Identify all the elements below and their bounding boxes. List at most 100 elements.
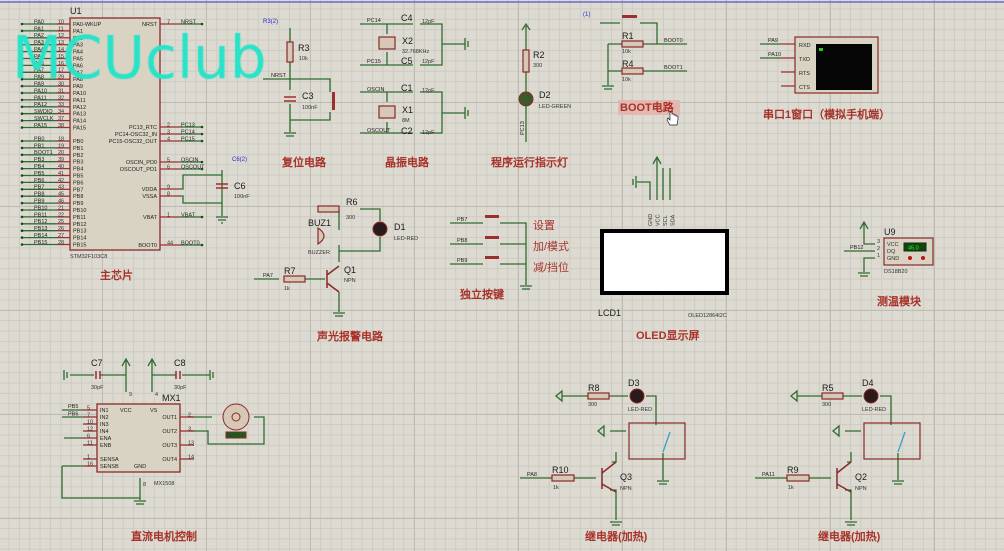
pin-number: 33 [58, 102, 64, 108]
q1-transistor[interactable] [326, 265, 340, 293]
uart-title: 串口1窗口（模拟手机端） [763, 107, 890, 121]
pin-terminal[interactable] [20, 98, 24, 102]
relay1[interactable] [628, 422, 686, 460]
net-label: PB10 [34, 205, 47, 211]
pin-terminal[interactable] [20, 57, 24, 60]
r3-resistor[interactable] [286, 41, 294, 63]
d1-led-red[interactable] [372, 221, 388, 237]
pin-terminal[interactable] [200, 139, 204, 143]
pin-terminal[interactable] [20, 243, 24, 246]
relay1-circuit[interactable]: R8 300 D3 LED-RED PA8 R10 1k Q3 NPN 继电器(… [520, 378, 686, 543]
pin-terminal[interactable] [20, 84, 24, 88]
temp-sensor[interactable]: 45.0 U9 PB12 VCC DQ GND 3 2 1 DS18B20 测温… [844, 220, 934, 308]
boot-circuit[interactable]: (1) R1 10k R4 10k BOOT0 BOOT1 BOOT电路 [583, 12, 687, 126]
boot-button[interactable] [622, 15, 637, 18]
pin-terminal[interactable] [20, 139, 24, 143]
pin-terminal[interactable] [20, 64, 24, 67]
pin-terminal[interactable] [20, 160, 24, 163]
key-gear-button[interactable] [485, 256, 499, 259]
pin-name: PB9 [73, 201, 83, 207]
pin-terminal[interactable] [20, 126, 24, 129]
pin-terminal[interactable] [20, 208, 24, 212]
pin-terminal[interactable] [20, 201, 24, 205]
r1-resistor[interactable] [621, 40, 644, 48]
temp-down-button[interactable] [908, 256, 912, 260]
oled-screen[interactable] [600, 229, 729, 295]
q3-transistor[interactable] [601, 461, 617, 493]
r9-resistor[interactable] [786, 474, 810, 482]
r6-resistor[interactable] [317, 205, 340, 213]
r6-value: 300 [346, 215, 355, 221]
relay2-contact [897, 431, 906, 453]
boot-title[interactable]: BOOT电路 [620, 100, 675, 114]
pin-cts: CTS [799, 85, 810, 91]
pin-terminal[interactable] [20, 146, 24, 150]
pin-terminal[interactable] [20, 112, 24, 115]
r10-resistor[interactable] [551, 474, 575, 482]
pin-terminal[interactable] [200, 215, 204, 219]
pin-number: 41 [58, 171, 64, 177]
pin-terminal[interactable] [200, 22, 204, 26]
pin-terminal[interactable] [200, 243, 204, 247]
oled-title: OLED显示屏 [636, 329, 700, 342]
key-set-button[interactable] [485, 215, 499, 218]
r8-resistor[interactable] [587, 392, 610, 400]
pin-terminal[interactable] [200, 125, 204, 129]
pin-terminal[interactable] [20, 50, 24, 53]
d2-led-green[interactable] [518, 91, 534, 107]
pin-number: 32 [58, 95, 64, 101]
relay2-circuit[interactable]: R5 300 D4 LED-RED PA11 R9 1k Q2 NPN 继电器(… [755, 378, 921, 543]
pin-terminal[interactable] [20, 91, 24, 95]
oled-display[interactable]: GND VCC SCL SDA LCD1 OLED12864I2C OLED显示… [598, 155, 729, 342]
crystal-circuit[interactable]: PC14 PC15 OSCIN OSCOUT C4 12pF X2 32.768… [360, 13, 469, 169]
terminal-screen[interactable] [816, 44, 872, 90]
pin-terminal[interactable] [20, 188, 24, 191]
virtual-terminal[interactable]: PA9 PA10 RXD TXD RTS CTS 串口1窗口（模拟手机端） [760, 36, 890, 121]
r7-resistor[interactable] [283, 275, 306, 283]
x2-ref: X2 [402, 36, 413, 46]
reset-button[interactable] [332, 92, 335, 110]
relay2[interactable] [863, 422, 921, 460]
pin-terminal[interactable] [20, 222, 24, 226]
pin-terminal[interactable] [20, 167, 24, 170]
pin-terminal[interactable] [20, 22, 24, 26]
pin-terminal[interactable] [20, 36, 24, 40]
pin-terminal[interactable] [20, 71, 24, 74]
net-oscout: OSCOUT [367, 128, 391, 134]
pin-terminal[interactable] [20, 174, 24, 177]
key-mode-button[interactable] [485, 236, 499, 239]
q2-transistor[interactable] [836, 461, 852, 493]
net-pb9: PB9 [457, 258, 467, 264]
pin-terminal[interactable] [20, 229, 24, 232]
d4-led-red[interactable] [863, 388, 879, 404]
pin-terminal[interactable] [20, 29, 24, 33]
pin-terminal[interactable] [20, 153, 24, 157]
pin-terminal[interactable] [20, 43, 24, 46]
pin-terminal[interactable] [20, 215, 24, 219]
pin-terminal[interactable] [200, 160, 204, 164]
temp-up-button[interactable] [921, 256, 925, 260]
alarm-circuit[interactable]: R6 300 BUZ1 BUZZER D1 LED-RED PA7 R7 1k … [254, 197, 418, 343]
pin-terminal[interactable] [20, 194, 24, 198]
r5-resistor[interactable] [821, 392, 844, 400]
dc-motor[interactable] [222, 403, 250, 431]
pin-terminal[interactable] [20, 236, 24, 239]
pin-terminal[interactable] [20, 181, 24, 184]
pin-terminal[interactable] [20, 105, 24, 109]
reset-circuit[interactable]: R3(2) R3 10k NRST C3 100nF 复位电路 [263, 19, 335, 169]
run-led-circuit[interactable]: R2 300 D2 LED-GREEN PC13 程序运行指示灯 [491, 22, 571, 169]
pin-terminal[interactable] [20, 77, 24, 81]
x1-crystal[interactable] [378, 105, 396, 119]
buzzer[interactable] [317, 226, 325, 246]
x2-crystal[interactable] [378, 36, 396, 50]
r3-value: 10k [299, 56, 308, 62]
r2-resistor[interactable] [522, 49, 530, 73]
pin-terminal[interactable] [200, 132, 204, 136]
pin-terminal[interactable] [20, 119, 24, 122]
keys-circuit[interactable]: PB7 PB8 PB9 设置 加/模式 减/挡位 独立按键 [450, 215, 569, 301]
pin-number: 20 [58, 150, 64, 156]
d3-led-red[interactable] [629, 388, 645, 404]
